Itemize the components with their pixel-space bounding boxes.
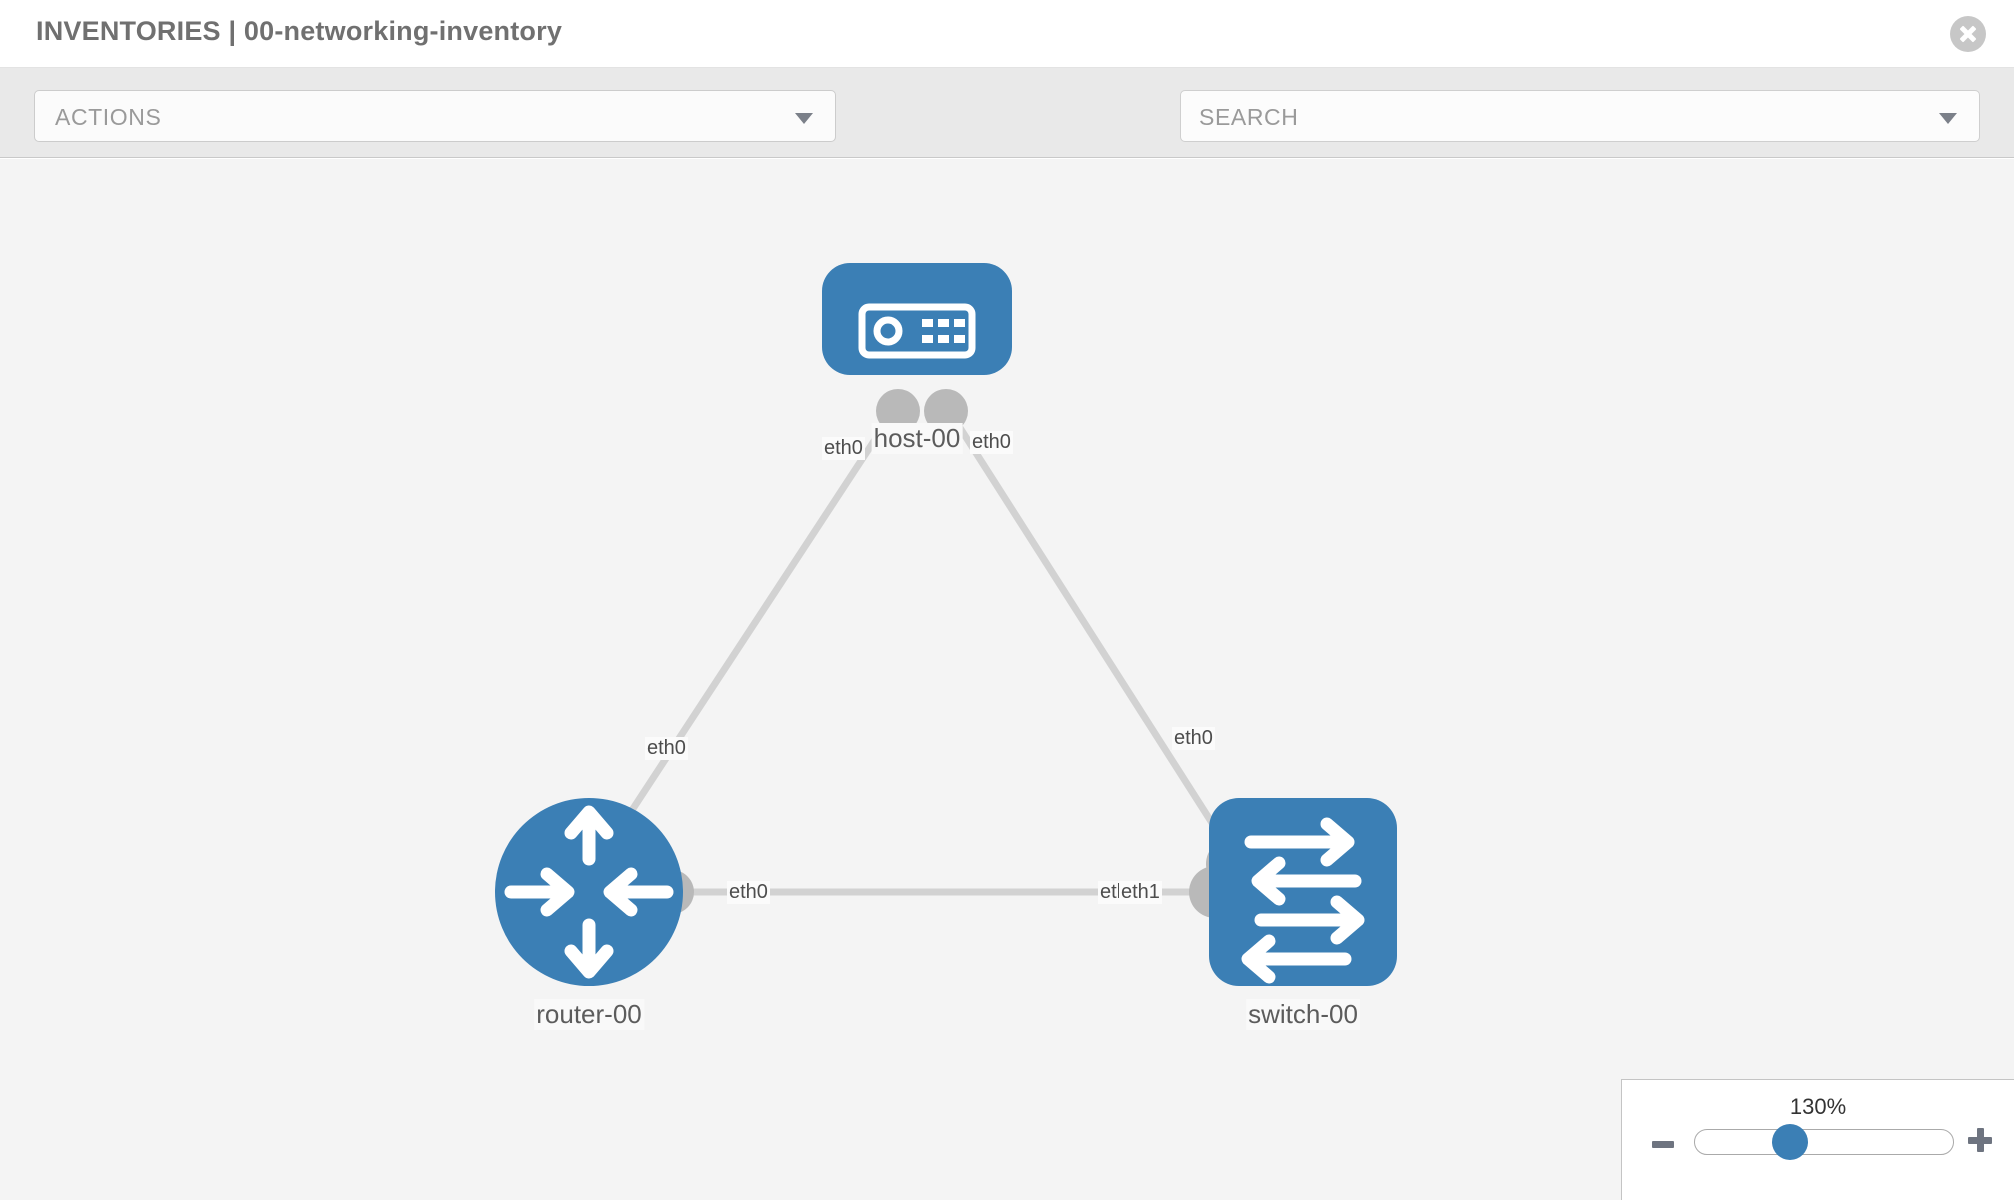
topology-canvas[interactable]: host-00 router-00 switch-00 eth0 eth0 et… bbox=[0, 159, 2014, 1200]
zoom-slider-thumb[interactable] bbox=[1772, 1124, 1808, 1160]
port-host-eth0-left[interactable] bbox=[876, 389, 920, 433]
actions-dropdown-label: ACTIONS bbox=[55, 104, 162, 130]
node-label-switch-00: switch-00 bbox=[1246, 999, 1360, 1030]
chevron-down-icon[interactable] bbox=[1939, 113, 1957, 124]
port-host-eth0-right[interactable] bbox=[924, 389, 968, 433]
search-input[interactable]: SEARCH bbox=[1180, 90, 1980, 142]
edge-label-host-eth0-left: eth0 bbox=[822, 437, 865, 460]
zoom-in-button[interactable] bbox=[1968, 1128, 1992, 1152]
node-router-00[interactable] bbox=[495, 798, 683, 986]
edge-host-router[interactable] bbox=[597, 407, 898, 861]
edge-label-switch-eth0-up: eth0 bbox=[1172, 727, 1215, 750]
edge-label-host-eth0-right: eth0 bbox=[970, 431, 1013, 454]
edge-host-switch[interactable] bbox=[945, 407, 1238, 861]
actions-dropdown[interactable]: ACTIONS bbox=[34, 90, 836, 142]
node-switch-00[interactable] bbox=[1209, 798, 1397, 986]
node-label-router-00: router-00 bbox=[534, 999, 644, 1030]
router-four-arrows-icon bbox=[504, 805, 674, 979]
close-icon[interactable] bbox=[1950, 16, 1986, 52]
switch-bidirectional-arrows-icon bbox=[1241, 817, 1365, 984]
topology-graph bbox=[495, 263, 1397, 986]
node-host-00[interactable] bbox=[822, 263, 1012, 375]
page-header: INVENTORIES | 00-networking-inventory bbox=[0, 0, 2014, 68]
toolbar: ACTIONS SEARCH bbox=[0, 68, 2014, 199]
edge-label-switch-eth1: eth1 bbox=[1119, 881, 1162, 904]
zoom-slider-track[interactable] bbox=[1694, 1129, 1954, 1155]
server-device-icon bbox=[858, 303, 976, 359]
node-label-host-00: host-00 bbox=[871, 423, 963, 454]
chevron-down-icon bbox=[795, 113, 813, 124]
page-title: INVENTORIES | 00-networking-inventory bbox=[36, 16, 563, 46]
edge-label-router-eth0-up: eth0 bbox=[645, 737, 688, 760]
edge-label-router-eth0: eth0 bbox=[727, 881, 770, 904]
zoom-control-panel: 130% bbox=[1621, 1079, 2014, 1200]
search-placeholder: SEARCH bbox=[1199, 104, 1299, 130]
zoom-percent-label: 130% bbox=[1789, 1094, 1847, 1119]
zoom-out-button[interactable] bbox=[1652, 1141, 1674, 1148]
